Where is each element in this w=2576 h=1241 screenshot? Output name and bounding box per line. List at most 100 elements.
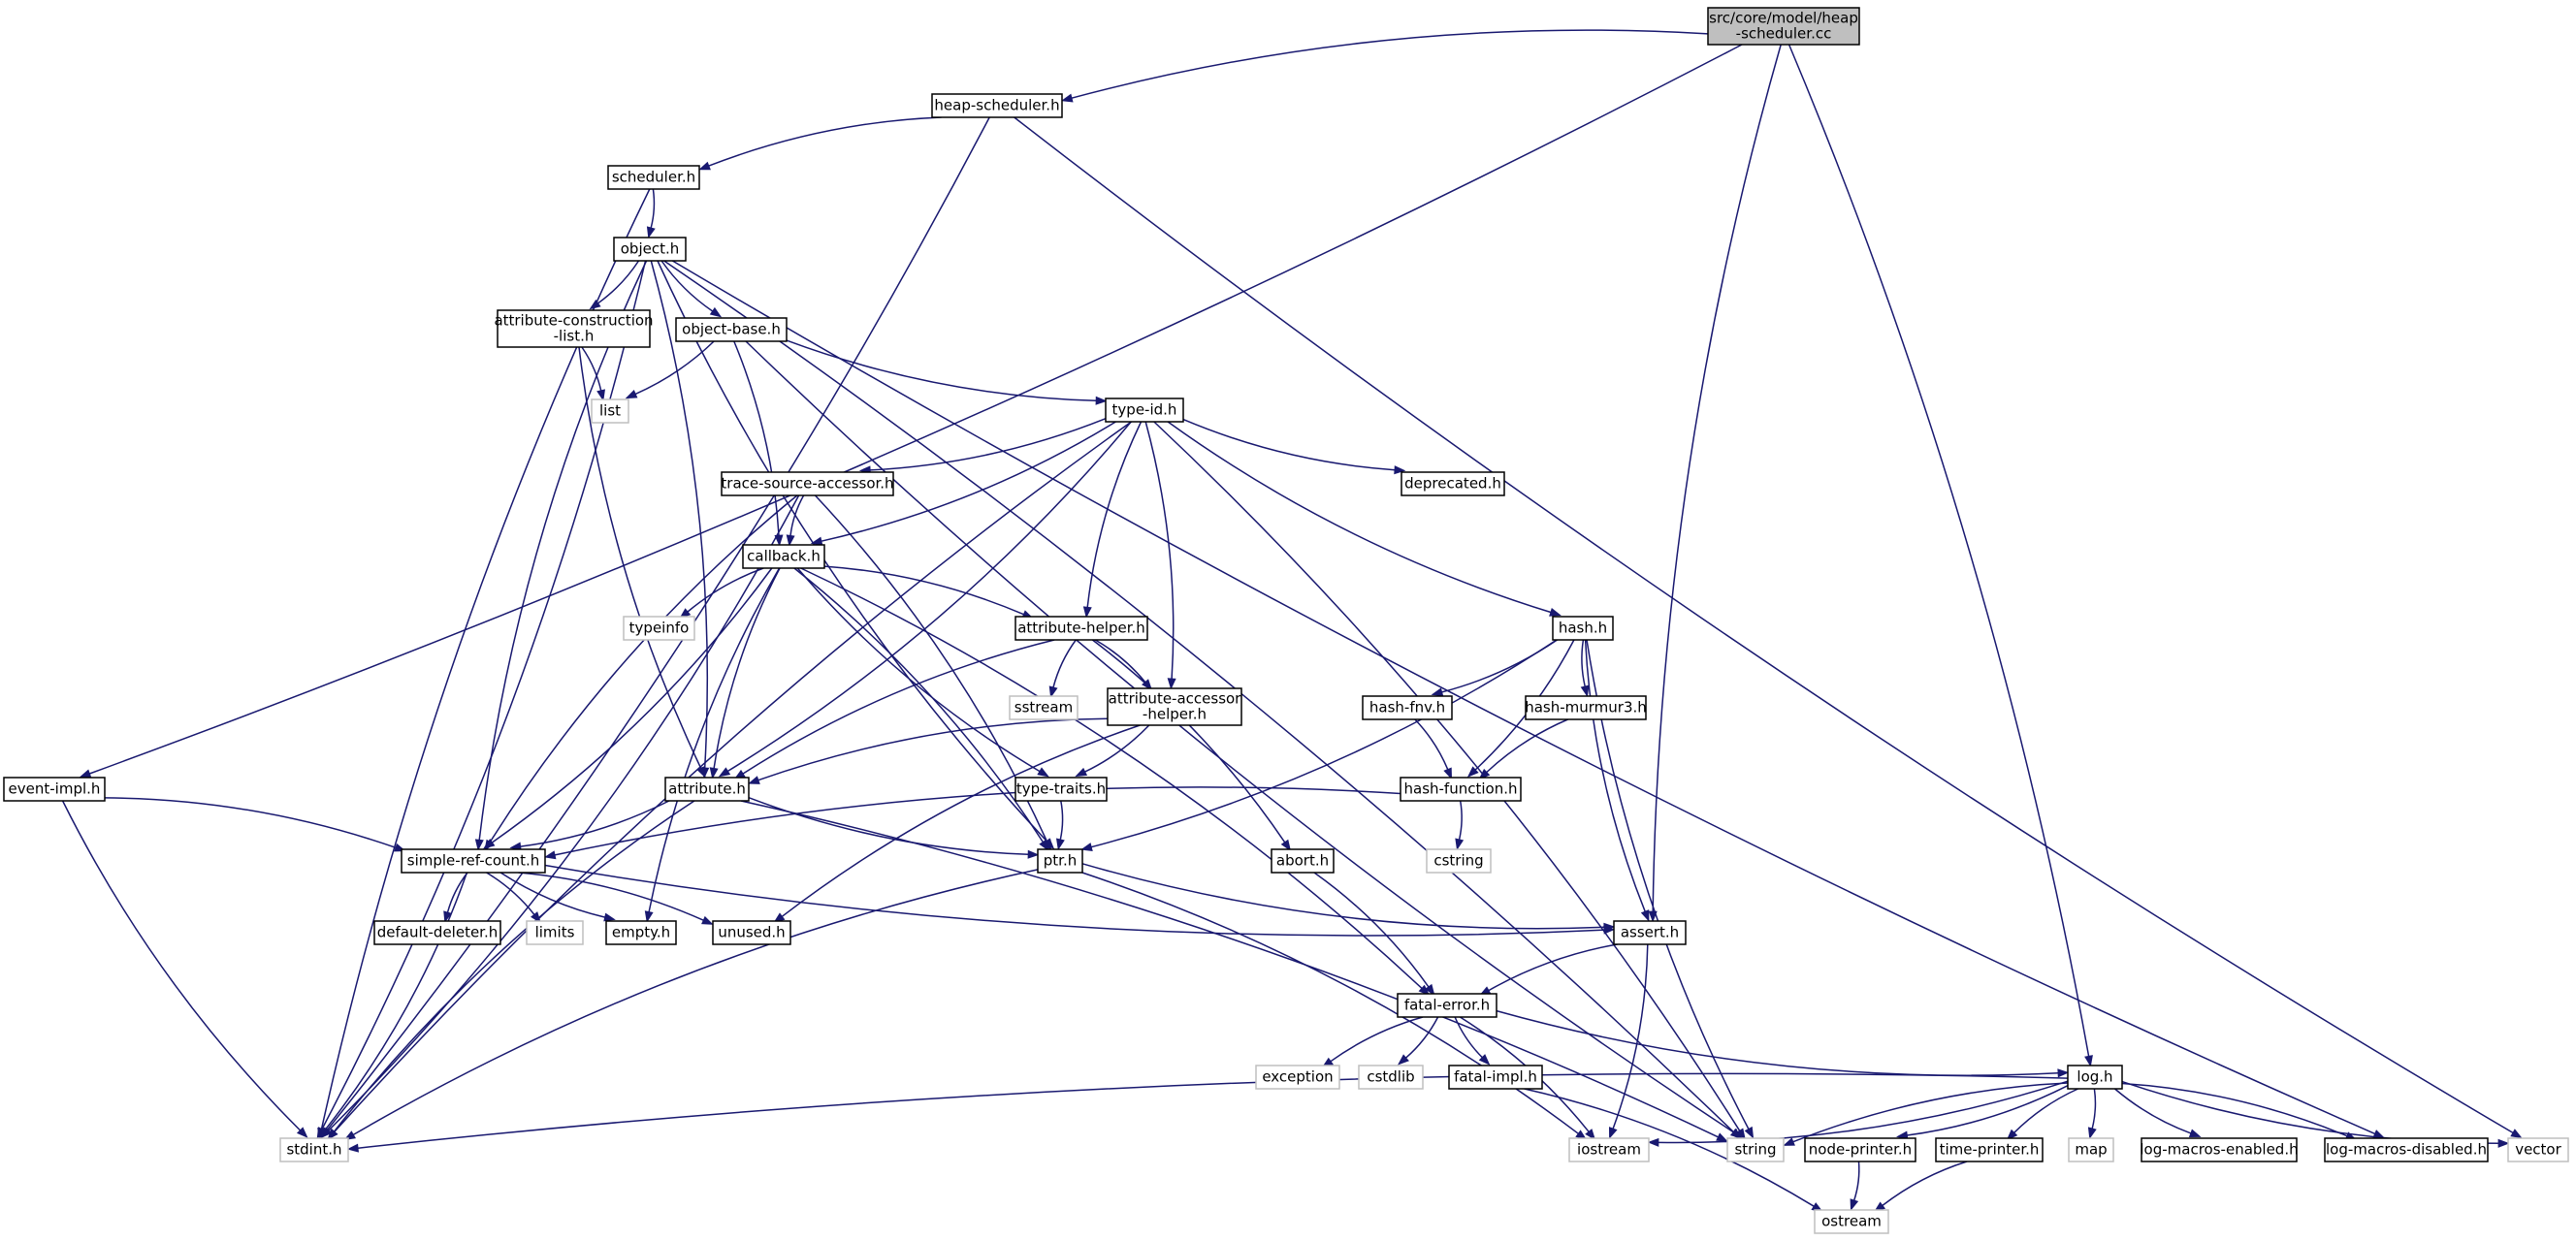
node-label: string (1734, 1141, 1776, 1159)
edge-line (1612, 943, 1649, 1130)
node-hash-function-h[interactable]: hash-function.h (1400, 777, 1522, 802)
arrow-head (2188, 1129, 2202, 1138)
edge-node-printer.h-to-ostream (1850, 1161, 1860, 1211)
node-attribute-h[interactable]: attribute.h (664, 777, 750, 802)
node-hash-h[interactable]: hash.h (1552, 616, 1614, 641)
edge-line (793, 567, 1045, 843)
edge-log.h-to-log-macros-disabled.h (2121, 1082, 2358, 1141)
node-box (2141, 1137, 2298, 1162)
node-unused-h[interactable]: unused.h (712, 920, 791, 945)
node-box (3, 777, 106, 802)
node-box (712, 920, 791, 945)
edge-line (1787, 44, 2090, 1057)
nodes-layer: src/core/model/heap-scheduler.cc heap-sch… (3, 7, 2569, 1234)
node-root[interactable]: src/core/model/heap-scheduler.cc (1707, 7, 1860, 46)
node-label: attribute-construction (494, 312, 653, 330)
edge-line (634, 340, 715, 396)
arrow-head (774, 534, 784, 547)
edge-object-base.h-to-type-id.h (786, 339, 1108, 405)
arrow-head (1603, 922, 1616, 932)
arrow-head (1037, 767, 1049, 778)
node-attribute-helper-h[interactable]: attribute-helper.h (1014, 616, 1148, 641)
arrow-head (709, 306, 723, 318)
node-event-impl-h[interactable]: event-impl.h (3, 777, 106, 802)
edge-fatal-error.h-to-cstdlib (1397, 1016, 1439, 1066)
node-box (1814, 1209, 1889, 1234)
node-type-traits-h[interactable]: type-traits.h (1014, 777, 1108, 802)
node-object-base-h[interactable]: object-base.h (675, 317, 788, 342)
edge-attribute-construction-list.h-to-list (581, 346, 605, 401)
arrow-head (1585, 1129, 1596, 1141)
edge-simple-ref-count.h-to-empty.h (499, 872, 616, 922)
node-box (1014, 616, 1148, 641)
node-log-macros-enabled-h[interactable]: log-macros-enabled.h (2140, 1137, 2299, 1162)
node-hash-fnv-h[interactable]: hash-fnv.h (1362, 695, 1453, 720)
node-callback-h[interactable]: callback.h (742, 544, 825, 569)
edge-line (89, 44, 1743, 775)
node-box (1105, 398, 1184, 423)
node-box (675, 317, 788, 342)
node-label: log.h (2077, 1068, 2112, 1086)
node-default-deleter-h[interactable]: default-deleter.h (373, 920, 501, 945)
node-heap-scheduler-h[interactable]: heap-scheduler.h (931, 93, 1063, 118)
node-type-id-h[interactable]: type-id.h (1105, 398, 1184, 423)
node-map: map (2068, 1137, 2114, 1162)
node-label: vector (2515, 1141, 2561, 1159)
node-hash-murmur3-h[interactable]: hash-murmur3.h (1525, 695, 1647, 720)
arrow-head (709, 767, 719, 780)
edge-line (748, 796, 1029, 856)
node-attribute-construction-list-h[interactable]: attribute-construction-list.h (494, 309, 654, 348)
node-box (742, 544, 825, 569)
node-empty-h[interactable]: empty.h (605, 920, 677, 945)
node-assert-h[interactable]: assert.h (1613, 920, 1687, 945)
edge-trace-source-accessor.h-to-callback.h (786, 494, 805, 547)
edge-line (334, 421, 1132, 1132)
edge-log.h-to-map (2087, 1088, 2097, 1140)
node-cstdlib: cstdlib (1358, 1065, 1424, 1090)
edge-hash.h-to-ptr.h (1080, 639, 1558, 851)
arrow-head (1549, 608, 1562, 617)
edge-line (597, 260, 640, 304)
node-label: scheduler.h (612, 169, 695, 186)
edge-callback.h-to-typeinfo (679, 567, 764, 620)
arrow-head (296, 1127, 308, 1138)
node-time-printer-h[interactable]: time-printer.h (1935, 1137, 2044, 1162)
node-box (373, 920, 501, 945)
edge-line (1090, 639, 1558, 848)
node-box (1009, 695, 1079, 720)
node-log-macros-disabled-h[interactable]: log-macros-disabled.h (2324, 1137, 2489, 1162)
edge-hash-fnv.h-to-hash-function.h (1414, 718, 1453, 780)
edge-line (821, 421, 1116, 542)
arrow-head (1783, 1137, 1795, 1146)
node-abort-h[interactable]: abort.h (1271, 848, 1335, 874)
node-fatal-impl-h[interactable]: fatal-impl.h (1448, 1065, 1543, 1090)
arrow-head (1478, 1054, 1491, 1066)
node-box (1255, 1065, 1340, 1090)
edge-object.h-to-object-base.h (660, 260, 723, 318)
node-trace-source-accessor-h[interactable]: trace-source-accessor.h (721, 471, 894, 496)
node-log-h[interactable]: log.h (2067, 1065, 2123, 1090)
node-scheduler-h[interactable]: scheduler.h (607, 165, 700, 190)
edge-attribute-helper.h-to-sstream (1048, 639, 1077, 698)
edge-line (1658, 1080, 2069, 1144)
node-object-h[interactable]: object.h (613, 237, 687, 262)
node-attribute-accessor-helper-h[interactable]: attribute-accessor-helper.h (1107, 687, 1242, 726)
edge-line (1652, 44, 1782, 912)
node-box (613, 237, 687, 262)
arrow-head (79, 769, 92, 779)
node-node-printer-h[interactable]: node-printer.h (1804, 1137, 1916, 1162)
edge-log.h-to-vector (2121, 1080, 2510, 1148)
edge-line (727, 421, 1132, 773)
node-deprecated-h[interactable]: deprecated.h (1401, 471, 1505, 496)
node-ptr-h[interactable]: ptr.h (1037, 848, 1083, 874)
node-label: node-printer.h (1809, 1141, 1912, 1159)
node-simple-ref-count-h[interactable]: simple-ref-count.h (401, 848, 546, 874)
node-label: stdint.h (286, 1141, 341, 1159)
node-fatal-error-h[interactable]: fatal-error.h (1397, 993, 1497, 1018)
node-box (607, 165, 700, 190)
arrow-head (2497, 1138, 2510, 1148)
edge-type-id.h-to-string (1153, 421, 1746, 1140)
node-label: ptr.h (1044, 852, 1077, 870)
node-label: empty.h (612, 924, 670, 941)
edge-line (650, 260, 709, 769)
